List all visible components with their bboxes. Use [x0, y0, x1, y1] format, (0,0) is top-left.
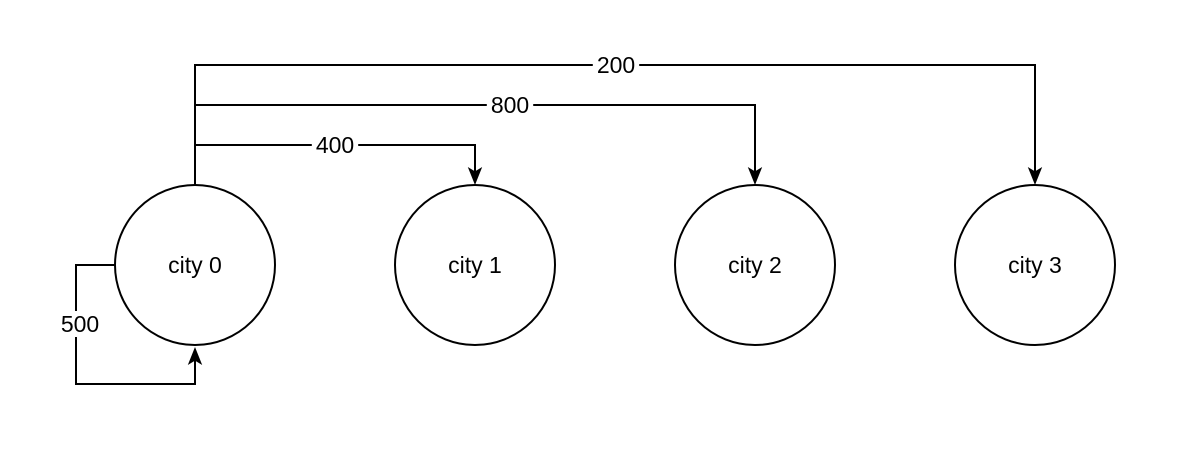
node-circle-city2 [674, 184, 836, 346]
edge-weight-city0-city0: 500 [61, 311, 99, 337]
node-circle-city0 [114, 184, 276, 346]
nodes-layer: city 0 city 1 city 2 city 3 [114, 184, 1116, 346]
edge-city0-city3 [194, 64, 1043, 185]
edge-label-city0-city0: 500 [56, 311, 104, 337]
edge-city0-city0 [75, 264, 203, 385]
node-label-city3: city 3 [1008, 252, 1062, 278]
node-label-city2: city 2 [728, 252, 782, 278]
node-city0: city 0 [114, 184, 276, 346]
node-label-city1: city 1 [448, 252, 502, 278]
node-label-city0: city 0 [168, 252, 222, 278]
edge-label-city0-city2: 800 [486, 92, 534, 118]
node-city3: city 3 [954, 184, 1116, 346]
node-circle-city1 [394, 184, 556, 346]
node-city1: city 1 [394, 184, 556, 346]
edge-label-bg [592, 52, 640, 78]
edge-label-bg [56, 311, 104, 337]
edge-label-city0-city1: 400 [311, 132, 359, 158]
edge-weight-city0-city3: 200 [597, 52, 635, 78]
edge-label-city0-city3: 200 [592, 52, 640, 78]
edge-weight-city0-city2: 800 [491, 92, 529, 118]
edge-label-bg [486, 92, 534, 118]
edge-weight-city0-city1: 400 [316, 132, 354, 158]
edge-label-bg [311, 132, 359, 158]
node-city2: city 2 [674, 184, 836, 346]
node-circle-city3 [954, 184, 1116, 346]
edge-labels-layer: 200 800 400 500 [56, 52, 640, 337]
